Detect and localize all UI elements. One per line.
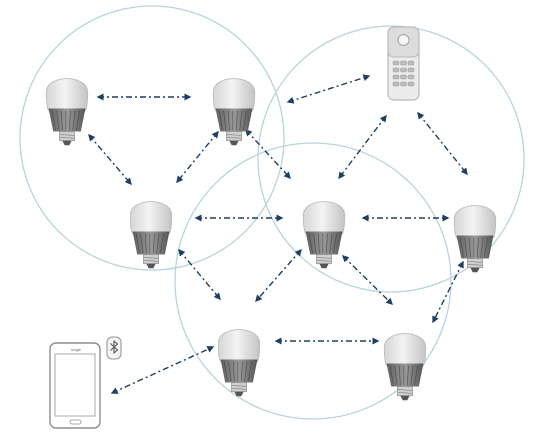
link-bulb5-bulb7: [432, 260, 464, 324]
link-bulb4-bulb6: [255, 248, 302, 303]
link-bulb4-bulb7: [341, 255, 394, 305]
phone-brand-label: ungle: [71, 347, 82, 352]
link-phone-bulb6: [110, 346, 215, 394]
link-bulb1-bulb3: [88, 133, 132, 186]
bulb-icon: [302, 201, 346, 269]
bulb-icon: [383, 333, 427, 401]
link-remote-bulb5: [417, 111, 468, 176]
link-bulb2-bulb4: [245, 128, 291, 180]
smartphone-icon: ungle: [49, 342, 101, 429]
connections: [88, 74, 468, 394]
bulb-icon: [45, 78, 89, 146]
bulb-icon: [129, 201, 173, 269]
link-remote-bulb4: [338, 114, 387, 180]
link-bulb3-bulb6: [178, 248, 221, 301]
bulb-icon: [212, 78, 256, 146]
remote-control-icon: [387, 26, 420, 101]
bluetooth-icon: [106, 336, 122, 360]
link-bulb2-remote: [286, 74, 371, 104]
link-bulb2-bulb3: [176, 130, 219, 184]
bulb-icon: [453, 205, 497, 273]
